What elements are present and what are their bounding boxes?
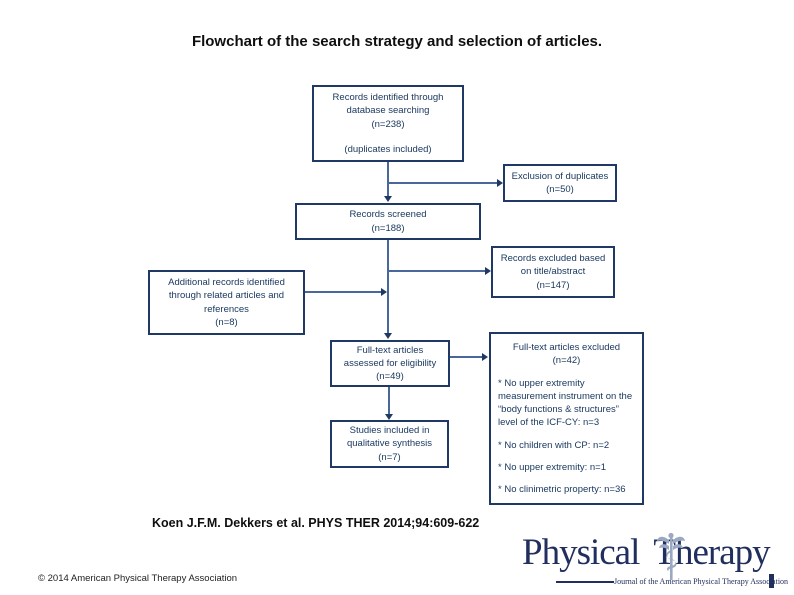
box-line: Exclusion of duplicates	[511, 170, 609, 182]
box-records-excluded-title-abstract: Records excluded based on title/abstract…	[491, 246, 615, 298]
box-line: Studies included in	[349, 425, 430, 437]
box-line: Records screened	[349, 209, 427, 221]
arrowhead-right-icon	[482, 353, 488, 361]
arrowhead-right-icon	[381, 288, 387, 296]
journal-logo: Physical Therapy Journal of the American…	[522, 532, 792, 592]
connector-to-title-excluded	[388, 270, 485, 272]
box-line: (n=8)	[215, 316, 238, 328]
box-note: (duplicates included)	[344, 143, 432, 155]
connector-screened-fulltext	[387, 240, 389, 333]
box-line: Records identified through	[332, 92, 444, 104]
box-exclusion-duplicates: Exclusion of duplicates (n=50)	[503, 164, 617, 202]
journal-logo-subtitle: Journal of the American Physical Therapy…	[614, 577, 789, 586]
connector-fulltext-to-excluded	[450, 356, 482, 358]
box-line: (n=238)	[371, 118, 405, 130]
box-line: references	[204, 303, 249, 315]
box-line: Additional records identified	[168, 277, 285, 289]
exclusion-reason: * No clinimetric property: n=36	[498, 484, 626, 496]
box-line: assessed for eligibility	[343, 357, 437, 369]
box-fulltext-assessed: Full-text articles assessed for eligibil…	[330, 340, 450, 387]
caduceus-icon	[657, 532, 685, 580]
box-line: (n=188)	[371, 222, 405, 234]
box-line: (n=147)	[536, 279, 570, 291]
journal-logo-wordmark: Physical Therapy	[522, 534, 792, 571]
box-line: through related articles and	[168, 290, 285, 302]
box-heading: Full-text articles excluded	[512, 342, 621, 353]
copyright: © 2014 American Physical Therapy Associa…	[38, 573, 238, 584]
exclusion-reason: * No upper extremity measurement instrum…	[498, 377, 633, 429]
arrowhead-right-icon	[497, 179, 503, 187]
box-line: database searching	[346, 105, 430, 117]
box-additional-records: Additional records identified through re…	[148, 270, 305, 335]
connector-additional-to-main	[305, 291, 382, 293]
logo-flourish	[556, 581, 614, 583]
logo-end-bar	[769, 574, 774, 588]
page-title: Flowchart of the search strategy and sel…	[191, 33, 603, 50]
box-fulltext-excluded: Full-text articles excluded (n=42) * No …	[489, 332, 644, 505]
connector-identified-screened	[387, 162, 389, 196]
exclusion-reason: * No upper extremity: n=1	[498, 462, 606, 474]
box-records-screened: Records screened (n=188)	[295, 203, 481, 240]
logo-word-physical: Physical	[522, 532, 640, 573]
box-line: (n=50)	[546, 184, 574, 195]
citation: Koen J.F.M. Dekkers et al. PHYS THER 201…	[152, 516, 480, 530]
box-line: Full-text articles	[356, 344, 424, 356]
connector-to-duplicates	[388, 182, 497, 184]
box-records-identified: Records identified through database sear…	[312, 85, 464, 162]
connector-fulltext-included	[388, 387, 390, 414]
box-count: (n=42)	[552, 355, 581, 367]
box-line: Records excluded based	[500, 253, 606, 265]
arrowhead-down-icon	[385, 414, 393, 420]
box-line: (n=7)	[378, 451, 401, 463]
arrowhead-right-icon	[485, 267, 491, 275]
logo-word-therapy: Therapy	[653, 532, 770, 573]
box-line: on title/abstract	[520, 266, 586, 278]
box-studies-included: Studies included in qualitative synthesi…	[330, 420, 449, 468]
exclusion-reason: * No children with CP: n=2	[498, 439, 610, 451]
arrowhead-down-icon	[384, 333, 392, 339]
box-line: (n=49)	[376, 371, 404, 383]
box-line: qualitative synthesis	[346, 438, 433, 450]
arrowhead-down-icon	[384, 196, 392, 202]
